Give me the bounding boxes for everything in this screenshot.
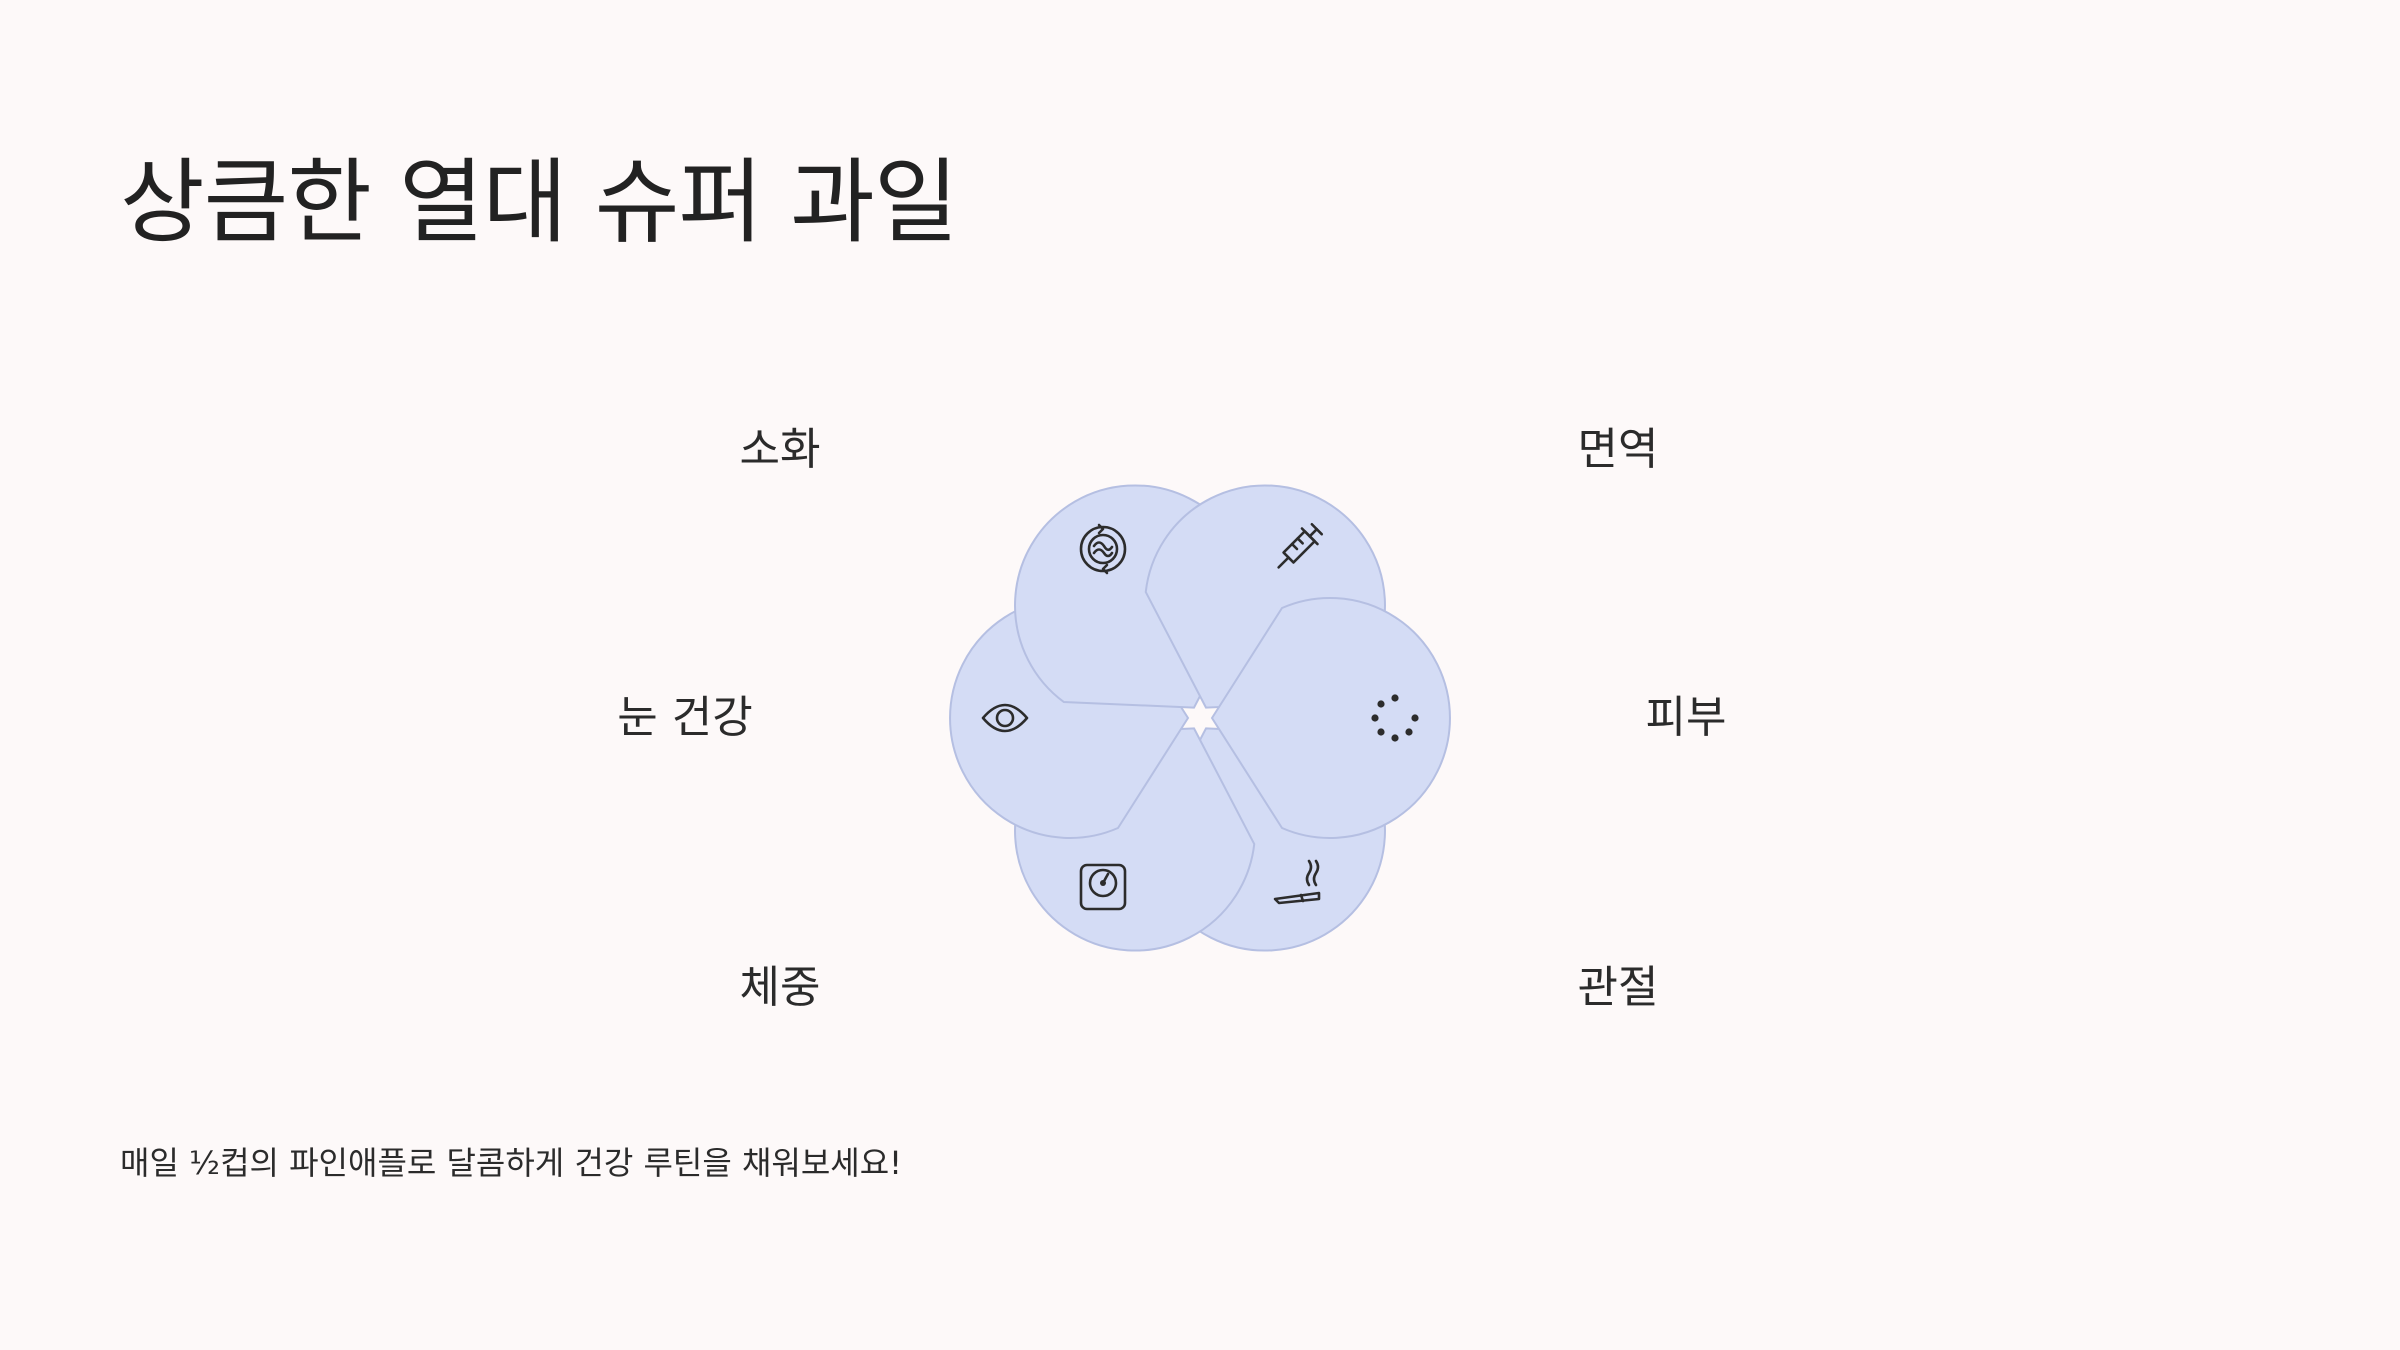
dotted-circle-icon [1371,694,1419,742]
label-eye-health: 눈 건강 [617,692,752,743]
joint-icon [1273,859,1321,905]
scale-icon [1079,863,1127,911]
eye-icon [981,703,1029,733]
digestion-cycle-icon [1079,523,1127,575]
page-title: 상큼한 열대 슈퍼 과일 [120,149,958,256]
label-joint: 관절 [1578,962,1659,1013]
label-weight: 체중 [740,962,821,1013]
footer-note: 매일 ½컵의 파인애플로 달콤하게 건강 루틴을 채워보세요! [120,1144,902,1182]
label-digestion: 소화 [740,424,821,475]
syringe-icon [1277,522,1324,569]
label-skin: 피부 [1646,692,1727,743]
label-immunity: 면역 [1578,424,1659,475]
